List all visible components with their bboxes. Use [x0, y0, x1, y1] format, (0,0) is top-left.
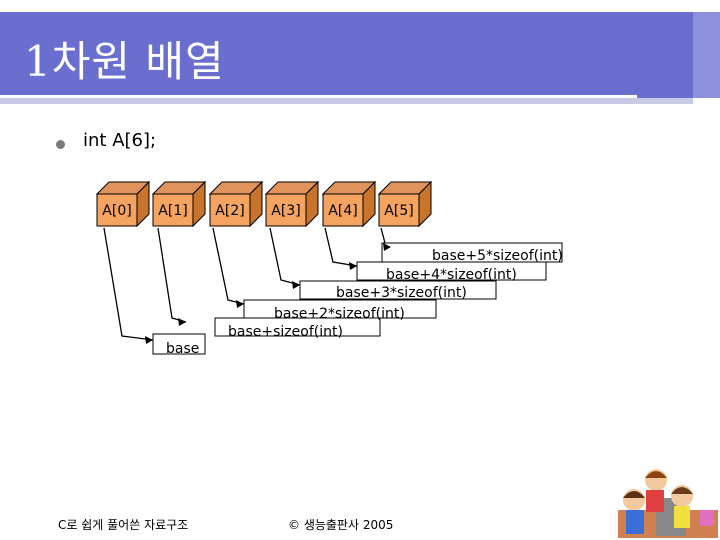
address-label: base+4*sizeof(int)	[386, 267, 517, 283]
address-box	[152, 333, 206, 355]
array-cell: A[3]	[264, 180, 320, 228]
address-label: base+sizeof(int)	[228, 324, 343, 340]
address-label: base+3*sizeof(int)	[336, 285, 467, 301]
pointer-line	[103, 227, 154, 341]
title-band	[0, 12, 693, 98]
arrowhead	[145, 336, 153, 344]
title-underline	[0, 95, 637, 98]
footer-book-title: C로 쉽게 풀어쓴 자료구조	[58, 518, 189, 532]
address-box	[299, 280, 497, 300]
slide-title: 1차원 배열	[24, 37, 225, 86]
address-label: base+5*sizeof(int)	[432, 248, 563, 264]
bullet-dot	[56, 140, 65, 149]
children-illustration-icon	[618, 469, 718, 538]
arrowhead	[292, 281, 300, 289]
array-cell-label: A[4]	[328, 203, 357, 219]
array-cell: A[2]	[208, 180, 264, 228]
array-cell: A[5]	[377, 180, 433, 228]
array-cell: A[0]	[95, 180, 151, 228]
title-shadow	[0, 98, 693, 104]
pointer-line	[269, 227, 301, 286]
arrowhead	[383, 243, 391, 251]
address-box	[243, 299, 437, 319]
array-cell-label: A[2]	[215, 203, 244, 219]
arrowhead	[236, 300, 244, 308]
pointer-line	[324, 227, 358, 267]
array-cell-label: A[0]	[102, 203, 131, 219]
footer-copyright: © 생능출판사 2005	[288, 518, 394, 532]
arrowhead	[349, 262, 357, 270]
address-label: base+2*sizeof(int)	[274, 306, 405, 322]
arrowhead	[178, 318, 186, 326]
address-label: base	[166, 341, 199, 357]
bullet-code-text: int A[6];	[83, 130, 157, 151]
pointer-line	[157, 227, 187, 323]
array-cell-label: A[5]	[384, 203, 413, 219]
array-cell: A[1]	[151, 180, 207, 228]
array-cell-label: A[1]	[158, 203, 187, 219]
address-box	[381, 242, 563, 263]
array-cell: A[4]	[321, 180, 377, 228]
title-band-accent	[693, 12, 720, 98]
array-cell-label: A[3]	[271, 203, 300, 219]
pointer-line	[212, 227, 245, 305]
